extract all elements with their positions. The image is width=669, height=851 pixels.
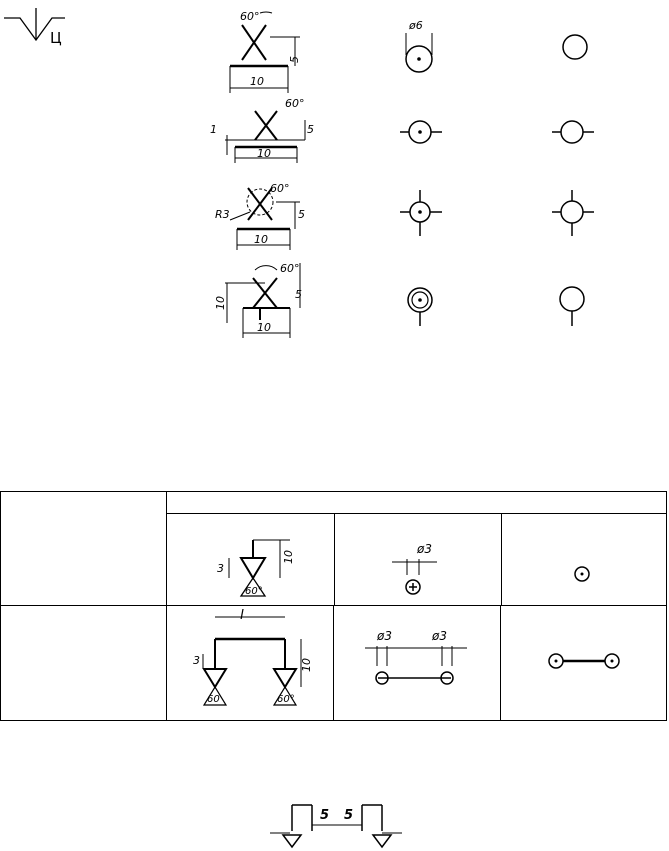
svg-text:10: 10	[214, 296, 227, 310]
svg-text:ø3: ø3	[431, 629, 447, 643]
svg-text:ø3: ø3	[416, 542, 432, 556]
svg-text:3: 3	[217, 562, 224, 575]
table-cell-profile: l 60 60° 3 10	[166, 605, 334, 721]
svg-text:60°: 60°	[277, 694, 295, 705]
lower-drawing-2-profile: l 60 60° 3 10	[193, 607, 313, 706]
svg-text:5: 5	[298, 208, 305, 221]
svg-text:5: 5	[344, 808, 353, 823]
table-row: 10 3 60° ø3	[0, 491, 668, 606]
svg-text:R3: R3	[215, 208, 230, 221]
table-cell-empty	[0, 491, 167, 606]
svg-text:60°: 60°	[280, 262, 300, 275]
lower-table: 10 3 60° ø3	[0, 491, 668, 721]
drawing-row1-symbol: ø6	[405, 19, 433, 73]
svg-text:60°: 60°	[285, 97, 305, 110]
svg-text:5: 5	[295, 288, 302, 301]
symbol-letter: Ц	[50, 29, 62, 47]
table-cell-symbol: ø3 ø3	[333, 605, 501, 721]
drawing-row3-profile: 60° 10 R3 5	[215, 182, 305, 250]
table-cell-result	[499, 605, 668, 721]
lower-drawing-1-profile: 10 3 60°	[217, 539, 295, 597]
svg-text:5: 5	[320, 808, 329, 823]
svg-text:5: 5	[288, 56, 301, 63]
drawing-row4-result	[559, 286, 585, 326]
svg-text:60°: 60°	[240, 10, 260, 23]
svg-text:ø3: ø3	[376, 629, 392, 643]
drawing-row2-result	[552, 120, 594, 144]
svg-text:10: 10	[250, 75, 264, 88]
footer-drawing: 5 5	[270, 804, 402, 849]
lower-drawing-2-symbol: ø3 ø3	[365, 629, 467, 685]
drawing-row1-profile: 60° 10 5	[229, 10, 301, 93]
svg-text:l: l	[240, 609, 244, 623]
svg-text:10: 10	[257, 321, 271, 334]
lower-drawing-1-symbol: ø3	[392, 542, 437, 595]
drawing-row4-symbol	[407, 287, 433, 326]
svg-text:10: 10	[257, 147, 271, 160]
drawing-row4-profile: 60° 10 10 5	[214, 262, 302, 338]
svg-text:10: 10	[254, 233, 268, 246]
svg-text:ø6: ø6	[408, 19, 423, 32]
drawing-row2-profile: 60° 10 1 5	[210, 97, 314, 163]
lower-drawing-2-result	[547, 653, 620, 669]
table-row: l 60 60° 3 10 ø3 ø3	[0, 605, 668, 721]
drawing-row1-result	[562, 34, 588, 60]
svg-text:60°: 60°	[245, 586, 263, 597]
svg-text:10: 10	[282, 550, 295, 564]
svg-text:5: 5	[307, 123, 314, 136]
svg-text:60: 60	[207, 694, 220, 705]
table-cell-group: 10 3 60° ø3	[165, 491, 668, 606]
table-cell-empty	[0, 605, 167, 721]
svg-text:1: 1	[210, 123, 217, 136]
svg-text:3: 3	[193, 654, 200, 667]
drawing-row3-symbol	[400, 190, 442, 236]
drawing-row2-symbol	[400, 120, 442, 144]
lower-drawing-1-result	[574, 566, 590, 582]
center-hole-symbol: Ц	[4, 8, 65, 47]
svg-text:60°: 60°	[270, 182, 290, 195]
svg-text:10: 10	[300, 658, 313, 672]
drawing-row3-result	[552, 190, 594, 236]
